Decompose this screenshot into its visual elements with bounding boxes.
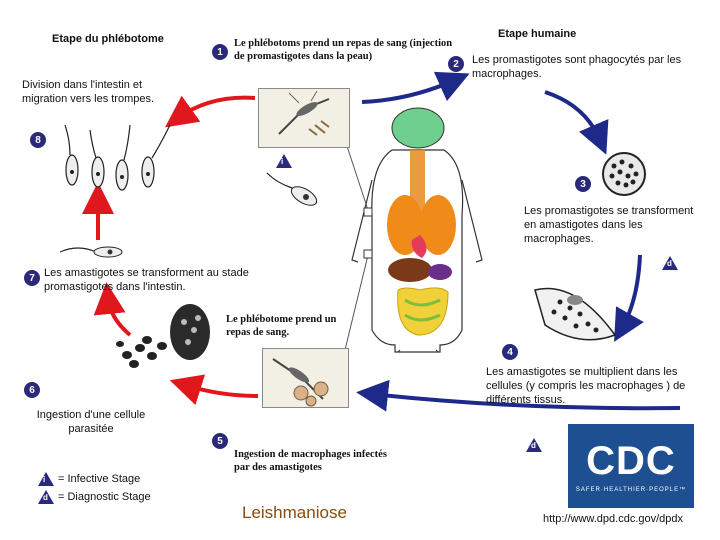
sandfly-feeding-illustration [278,90,330,136]
step-7-badge: 7 [24,270,40,286]
legend-infective-label: = Infective Stage [58,473,141,485]
arrow-1-to-2 [361,71,470,104]
step-1-badge: 1 [212,44,228,60]
step-6-text: Ingestion d'une cellule parasitée [36,409,146,435]
step-8-text: Division dans l'intestin et migration ve… [22,79,155,105]
diagnostic-triangle-icon: d [38,490,54,504]
arrow-1-to-8 [165,95,256,128]
diagnostic-stage-marker-4: d [526,438,542,452]
step-5-badge: 5 [212,433,228,449]
source-url[interactable]: http://www.dpd.cdc.gov/dpdx [543,513,684,525]
step-2-text: Les promastigotes sont phagocytés par le… [472,54,682,80]
step-1-image-panel [258,88,350,148]
promastigote-stage-illustration [59,246,123,258]
step-5-image-panel [262,348,349,408]
step-6-badge: 6 [24,382,40,398]
infected-tissue-cell-illustration [534,287,617,341]
parasitized-cells-illustration [116,304,210,368]
step-7-text: Les amastigotes se transforment au stade… [44,267,249,293]
legend: i = Infective Stage d = Diagnostic Stage [38,472,151,504]
promastigote-illustration [266,172,318,206]
step-4-text: Les amastigotes se multiplient dans les … [486,366,686,406]
step-5-blood-meal-text: Le phlébotome prend un repas de sang. [226,314,337,338]
infective-triangle-icon: i [276,154,292,168]
infective-stage-marker-1: i [276,154,292,168]
legend-diagnostic-label: = Diagnostic Stage [58,491,151,503]
step-5-text: Ingestion de macrophages infectés par de… [234,449,387,473]
arrow-4-to-5 [356,379,681,412]
cdc-logo-text: CDC [586,439,676,483]
legend-diagnostic: d = Diagnostic Stage [38,490,151,504]
arrow-6-to-7 [93,282,132,337]
sandfly-stage-header: Etape du phlébotome [52,33,164,45]
step-2-badge: 2 [448,56,464,72]
human-body-figure [351,107,483,353]
step-3-text: Les promastigotes se transforment en ama… [524,205,694,245]
arrow-2-to-3 [544,90,609,155]
step-4-badge: 4 [502,344,518,360]
cdc-logo-tagline: SAFER·HEALTHIER·PEOPLE™ [575,487,687,493]
arrow-3-to-4 [614,254,644,342]
infected-macrophage-illustration [602,152,646,196]
step-1-text: Le phlébotoms prend un repas de sang (in… [234,38,453,62]
cdc-logo: CDC SAFER·HEALTHIER·PEOPLE™ [568,424,694,508]
diagnostic-stage-marker-3: d [662,256,678,270]
sandfly-ingestion-illustration [272,358,329,407]
step-8-badge: 8 [30,132,46,148]
step-3-badge: 3 [575,176,591,192]
infective-triangle-icon: i [38,472,54,486]
human-stage-header: Etape humaine [498,28,577,40]
diagnostic-triangle-icon: d [662,256,678,270]
legend-infective: i = Infective Stage [38,472,151,486]
arrow-5-to-6 [169,374,259,406]
diagnostic-triangle-icon: d [526,438,542,452]
diagram-title: Leishmaniose [242,503,347,522]
dividing-promastigotes-illustration [64,124,171,191]
